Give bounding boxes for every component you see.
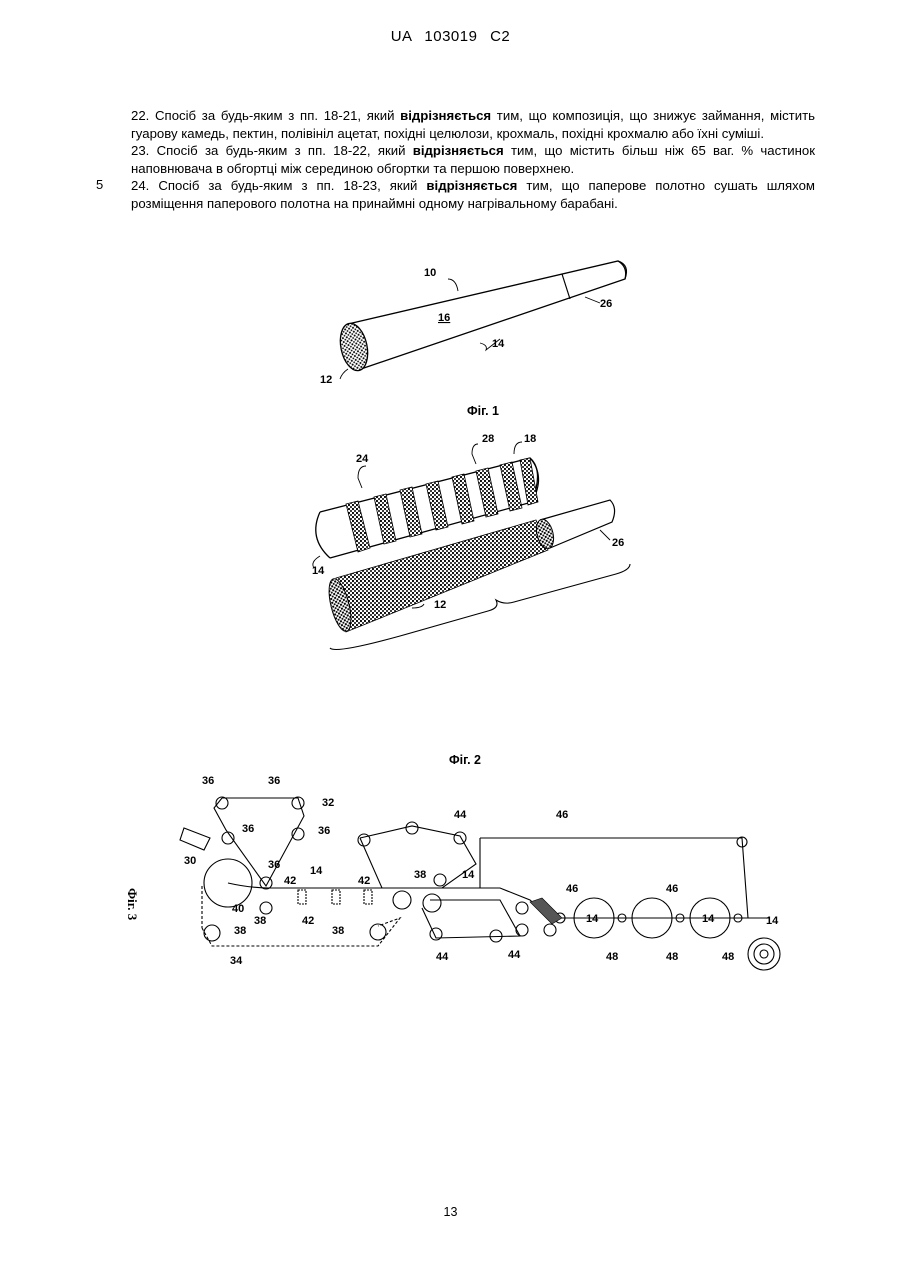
fig3-label: 44 [508, 949, 521, 961]
fig3-label: 46 [556, 809, 568, 821]
claim-keyword: відрізняється [426, 178, 517, 193]
fig3-label: 38 [234, 925, 246, 937]
line-number: 5 [96, 177, 103, 192]
page-number: 13 [0, 1205, 901, 1219]
fig3-label: 14 [766, 915, 779, 927]
fig3-label: 42 [302, 915, 314, 927]
claim-text: 23. Спосіб за будь-яким з пп. 18-22, яки… [131, 143, 413, 158]
fig3-label: 46 [566, 883, 578, 895]
fig3-label: 42 [284, 875, 296, 887]
fig3-label: 14 [586, 913, 599, 925]
fig3-label: 36 [318, 825, 330, 837]
fig3-label: 38 [254, 915, 266, 927]
fig2-label: 12 [434, 599, 446, 611]
claim-23: 23. Спосіб за будь-яким з пп. 18-22, яки… [131, 142, 815, 177]
fig3-label: 42 [358, 875, 370, 887]
fig3-label: 14 [702, 913, 715, 925]
fig2-label: 18 [524, 433, 536, 445]
document-header: UA 103019 C2 [0, 28, 901, 45]
fig3-label: 14 [462, 869, 475, 881]
fig1-label: 12 [320, 374, 332, 386]
fig3-label: 36 [268, 859, 280, 871]
fig3-label: 14 [310, 865, 323, 877]
fig3-label: 48 [722, 951, 734, 963]
fig2-label: 24 [356, 453, 369, 465]
fig3-label: 48 [606, 951, 618, 963]
fig3-label: 46 [666, 883, 678, 895]
claim-keyword: відрізняється [413, 143, 504, 158]
figure-3-drawing: 36 36 32 36 36 44 46 30 36 14 42 42 38 1… [150, 768, 790, 973]
fig3-label: 36 [242, 823, 254, 835]
fig3-label: 40 [232, 903, 244, 915]
fig1-label: 14 [492, 338, 505, 350]
fig2-label: 14 [312, 565, 325, 577]
fig1-label: 10 [424, 267, 436, 279]
figure-1-caption: Фіг. 1 [467, 404, 499, 418]
claim-text: 22. Спосіб за будь-яким з пп. 18-21, яки… [131, 108, 400, 123]
figure-2-caption: Фіг. 2 [449, 753, 481, 767]
fig3-label: 38 [332, 925, 344, 937]
fig3-label: 32 [322, 797, 334, 809]
fig3-label: 48 [666, 951, 678, 963]
fig1-label: 16 [438, 312, 450, 324]
figure-1-drawing: 10 16 14 26 12 [300, 255, 640, 390]
fig3-label: 36 [202, 775, 214, 787]
claim-keyword: відрізняється [400, 108, 491, 123]
fig3-label: 36 [268, 775, 280, 787]
fig3-label: 44 [454, 809, 467, 821]
figure-2-drawing: 24 28 18 26 14 12 [300, 428, 645, 663]
claim-24: 24. Спосіб за будь-яким з пп. 18-23, яки… [131, 177, 815, 212]
fig1-label: 26 [600, 298, 612, 310]
claims-text: 22. Спосіб за будь-яким з пп. 18-21, яки… [131, 107, 815, 213]
fig2-label: 28 [482, 433, 494, 445]
figure-3-caption: Фіг. 3 [124, 888, 140, 920]
fig3-label: 44 [436, 951, 449, 963]
fig2-label: 26 [612, 537, 624, 549]
fig3-label: 38 [414, 869, 426, 881]
fig3-label: 34 [230, 955, 243, 967]
claim-text: 24. Спосіб за будь-яким з пп. 18-23, яки… [131, 178, 426, 193]
fig3-label: 30 [184, 855, 196, 867]
claim-22: 22. Спосіб за будь-яким з пп. 18-21, яки… [131, 107, 815, 142]
